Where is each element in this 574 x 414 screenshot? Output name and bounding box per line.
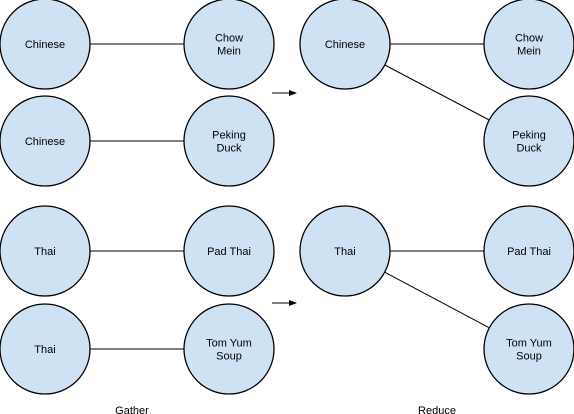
node-label: Thai xyxy=(334,246,355,258)
node-label: Thai xyxy=(34,344,55,356)
node-label: Chow xyxy=(215,33,243,45)
node-label: Duck xyxy=(516,143,542,155)
node-gather-thai-2: Thai xyxy=(0,303,91,395)
node-label: Mein xyxy=(217,46,241,58)
node-reduce-pad-thai: Pad Thai xyxy=(483,205,574,297)
node-circle xyxy=(183,303,275,395)
node-label: Chinese xyxy=(325,39,365,51)
node-label: Pad Thai xyxy=(507,246,551,258)
node-label: Thai xyxy=(34,246,55,258)
node-gather-chinese-2: Chinese xyxy=(0,95,91,187)
node-circle xyxy=(299,0,391,90)
node-circle xyxy=(483,95,574,187)
node-circle xyxy=(183,95,275,187)
node-gather-pad-thai: Pad Thai xyxy=(183,205,275,297)
node-label: Tom Yum xyxy=(506,338,552,350)
node-circle xyxy=(483,205,574,297)
node-circle xyxy=(183,205,275,297)
node-label: Chinese xyxy=(25,39,65,51)
node-label: Peking xyxy=(512,130,546,142)
node-circle xyxy=(299,205,391,297)
edge-reduce-chinese-to-reduce-peking-duck xyxy=(384,64,490,121)
edge-reduce-thai-to-reduce-tom-yum-soup xyxy=(384,271,490,329)
node-label: Chow xyxy=(515,33,543,45)
node-gather-chinese-1: Chinese xyxy=(0,0,91,90)
node-label: Peking xyxy=(212,130,246,142)
node-label: Duck xyxy=(216,143,242,155)
node-reduce-chinese: Chinese xyxy=(299,0,391,90)
node-circle xyxy=(0,205,91,297)
edges-layer xyxy=(90,43,490,350)
node-circle xyxy=(183,0,275,90)
node-gather-thai-1: Thai xyxy=(0,205,91,297)
node-label: Soup xyxy=(516,351,542,363)
node-circle xyxy=(0,0,91,90)
node-circle xyxy=(483,303,574,395)
node-label: Soup xyxy=(216,351,242,363)
node-circle xyxy=(0,303,91,395)
reduce-caption: Reduce xyxy=(418,405,456,414)
node-circle xyxy=(0,95,91,187)
node-reduce-thai: Thai xyxy=(299,205,391,297)
gather-caption: Gather xyxy=(115,405,149,414)
node-label: Chinese xyxy=(25,136,65,148)
node-label: Mein xyxy=(517,46,541,58)
node-circle xyxy=(483,0,574,90)
node-label: Tom Yum xyxy=(206,338,252,350)
node-label: Pad Thai xyxy=(207,246,251,258)
